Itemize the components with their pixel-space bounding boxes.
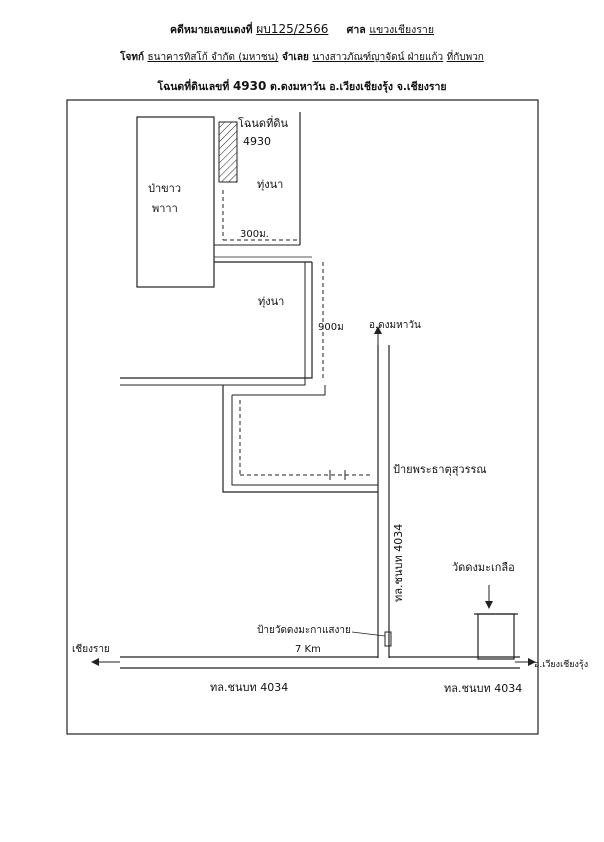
case-number: ผบ125/2566 (256, 22, 329, 36)
junction-sign-label-line2: 7 Km (295, 644, 321, 655)
forest-label-line2: พาาา (152, 202, 178, 215)
case-prefix: คดีหมายเลขแดงที่ (170, 24, 253, 36)
plaintiff-prefix: โจทก์ (120, 52, 145, 63)
deed-label-line1: โฉนดที่ดิน (238, 115, 288, 130)
forest-label-line1: ป่าขาว (148, 182, 181, 195)
defendant-suffix: ที่กับพวก (446, 52, 484, 63)
junction-sign-pointer (351, 631, 386, 637)
east-label: อ.เวียงเชียงรุ้ง (534, 659, 588, 670)
lane-outer-upper (120, 262, 313, 379)
plaintiff: ธนาคารทิสโก้ จำกัด (มหาชน) (147, 52, 279, 63)
road-bottom-left-label: ทล.ชนบท 4034 (210, 681, 288, 694)
deed-prefix: โฉนดที่ดินเลขที่ (157, 81, 230, 93)
lane-inner-lower (231, 395, 378, 486)
temple-building (477, 613, 515, 660)
deed-line: โฉนดที่ดินเลขที่ 4930 ต.ดงมหาวัน อ.เวียง… (0, 78, 604, 95)
west-label: เชียงราย (72, 643, 110, 655)
lane-inner-upper (120, 262, 306, 386)
court-name: แขวงเชียงราย (369, 24, 434, 36)
case-number-line: คดีหมายเลขแดงที่ ผบ125/2566 ศาล แขวงเชีย… (0, 20, 604, 39)
lane-outer-lower (222, 385, 378, 493)
distance-900-label: 900ม (318, 322, 344, 333)
road-bottom-right-label: ทล.ชนบท 4034 (444, 682, 522, 695)
deed-number: 4930 (232, 79, 267, 93)
sign-right-label: ป้ายพระธาตุสุวรรณ (393, 463, 487, 476)
map-frame (66, 99, 539, 735)
paddy-upper-label: ทุ่งนา (257, 178, 283, 191)
deed-location: ต.ดงมหาวัน อ.เวียงเชียงรุ้ง จ.เชียงราย (270, 81, 447, 93)
deed-label-line2: 4930 (243, 135, 271, 148)
parties-line: โจทก์ ธนาคารทิสโก้ จำกัด (มหาชน) จำเลย น… (0, 50, 604, 65)
court-prefix: ศาล (346, 24, 366, 36)
junction-sign-label-line1: ป้ายวัดดงมะกาแสงาย (257, 624, 351, 636)
village-label: อ.ดงมหาวัน (369, 320, 421, 331)
temple-label: วัดดงมะเกลือ (452, 561, 515, 574)
junction-sign-post (384, 631, 392, 647)
paddy-lower-label: ทุ่งนา (258, 295, 284, 308)
distance-300-label: 300ม. (240, 229, 269, 240)
lane-connector (232, 385, 326, 396)
defendant-prefix: จำเลย (281, 52, 309, 63)
road-vertical-label: ทล.ชนบท 4034 (392, 524, 405, 602)
defendant: นางสาวภัณฑ์ญาจัดน์ ฝ่ายแก้ว (312, 52, 444, 63)
deed-plot-hatched (218, 121, 238, 183)
